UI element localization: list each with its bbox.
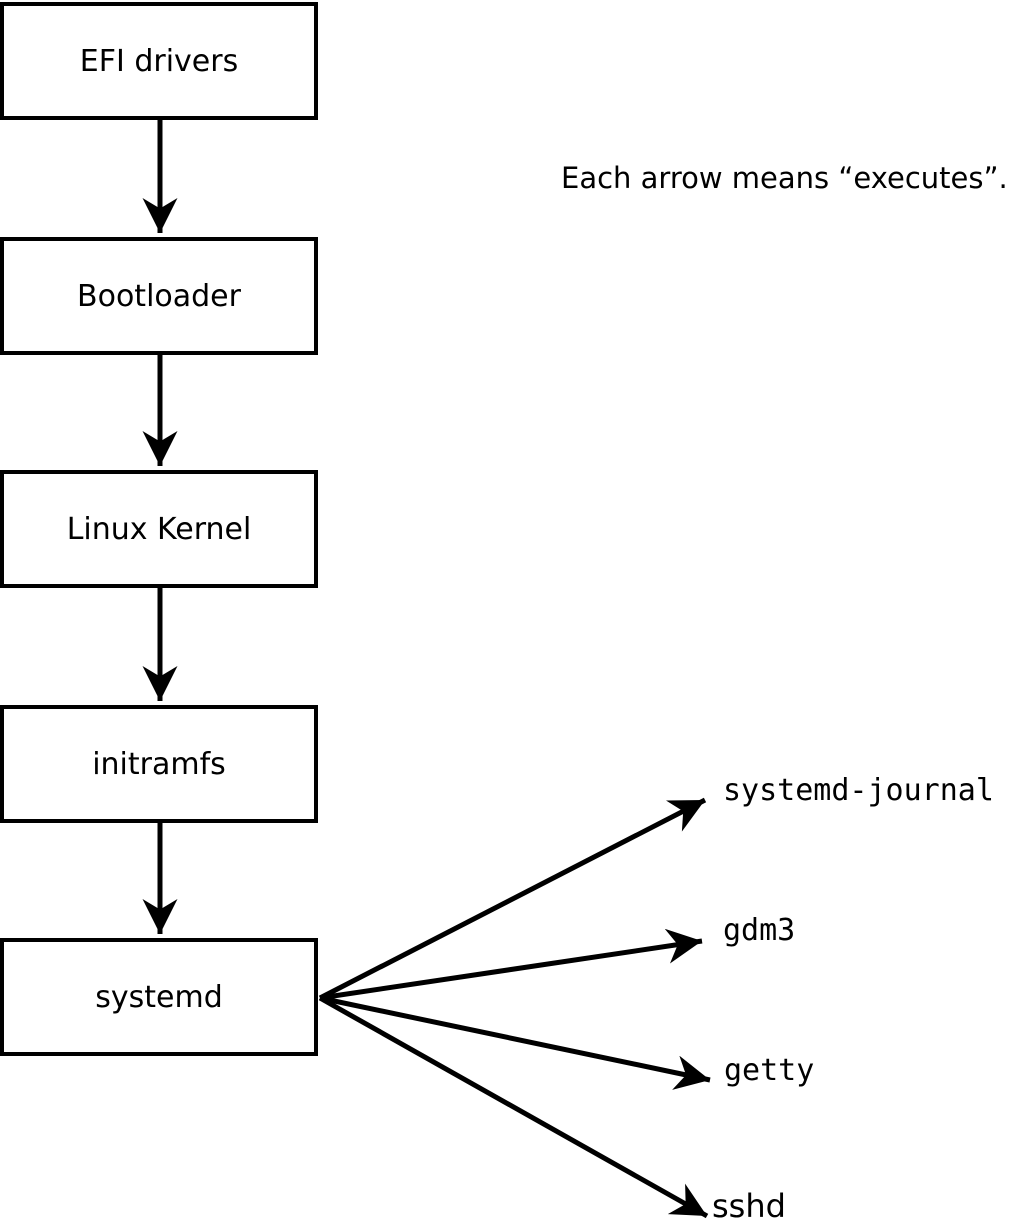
target-sshd-label: sshd bbox=[712, 1187, 786, 1225]
node-systemd: systemd bbox=[0, 938, 318, 1056]
node-systemd-label: systemd bbox=[95, 979, 223, 1015]
edge-systemd-to-sshd-arrow bbox=[318, 995, 709, 1219]
node-bootloader: Bootloader bbox=[0, 237, 318, 355]
node-efi-drivers: EFI drivers bbox=[0, 2, 318, 120]
node-initramfs-label: initramfs bbox=[92, 746, 226, 782]
edge-systemd-to-journal-arrow bbox=[318, 797, 707, 1001]
arrow-meaning-note: Each arrow means “executes”. bbox=[561, 161, 1008, 195]
edge-systemd-to-getty-arrow bbox=[319, 995, 711, 1090]
node-linux-kernel: Linux Kernel bbox=[0, 470, 318, 588]
target-getty-label: getty bbox=[724, 1053, 815, 1088]
node-bootloader-label: Bootloader bbox=[77, 278, 241, 314]
target-systemd-journal-label: systemd-journal bbox=[723, 773, 994, 808]
node-efi-drivers-label: EFI drivers bbox=[79, 43, 239, 79]
node-linux-kernel-label: Linux Kernel bbox=[66, 511, 252, 547]
node-initramfs: initramfs bbox=[0, 705, 318, 823]
edge-systemd-to-gdm3-arrow bbox=[319, 928, 703, 1001]
target-gdm3-label: gdm3 bbox=[723, 913, 796, 948]
